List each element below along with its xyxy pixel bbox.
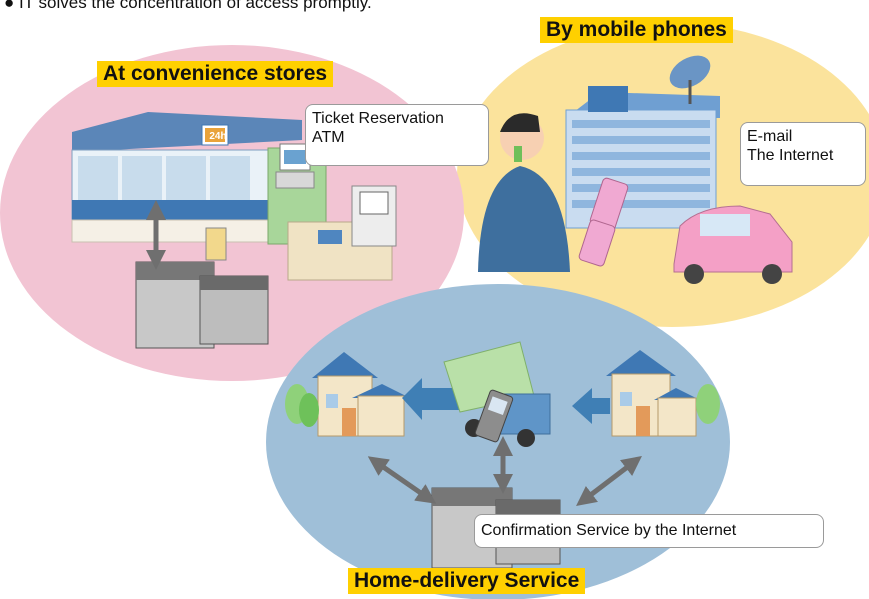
office-building xyxy=(565,86,720,229)
businessman-on-phone xyxy=(478,113,570,272)
store-24h-sign xyxy=(201,124,229,146)
callout-email: E-mail xyxy=(747,128,793,145)
house-left xyxy=(312,352,410,437)
server-house-left-arrow xyxy=(367,456,437,504)
delivery-section-title: Home-delivery Service xyxy=(348,568,586,594)
server-house-right-arrow xyxy=(576,455,642,507)
mobile-section-title: By mobile phones xyxy=(540,17,733,43)
small-terminal-icon xyxy=(205,227,227,261)
delivery-arrow-right xyxy=(572,388,610,424)
callout-internet: The Internet xyxy=(747,147,834,164)
delivery-arrow-left xyxy=(402,378,468,420)
callout-ticket-reservation: Ticket Reservation xyxy=(312,110,444,127)
pink-car-icon xyxy=(673,205,793,284)
ticket-terminal xyxy=(287,185,397,281)
satellite-dish-icon xyxy=(669,55,711,104)
trees-right xyxy=(696,384,720,424)
convenience-callout: Ticket Reservation ATM xyxy=(305,104,489,166)
store-sign-text: 24h xyxy=(209,131,227,142)
callout-atm: ATM xyxy=(312,129,345,146)
convenience-store-building xyxy=(71,112,302,243)
handheld-terminal xyxy=(474,389,514,443)
house-right xyxy=(606,350,700,437)
convenience-server xyxy=(135,261,269,349)
delivery-callout: Confirmation Service by the Internet xyxy=(474,514,824,548)
trees-left xyxy=(285,384,319,427)
mobile-callout: E-mail The Internet xyxy=(740,122,866,186)
flip-phone-icon xyxy=(578,177,629,267)
convenience-section-title: At convenience stores xyxy=(97,61,334,87)
intro-text: ● IT solves the concentration of access … xyxy=(4,0,372,12)
